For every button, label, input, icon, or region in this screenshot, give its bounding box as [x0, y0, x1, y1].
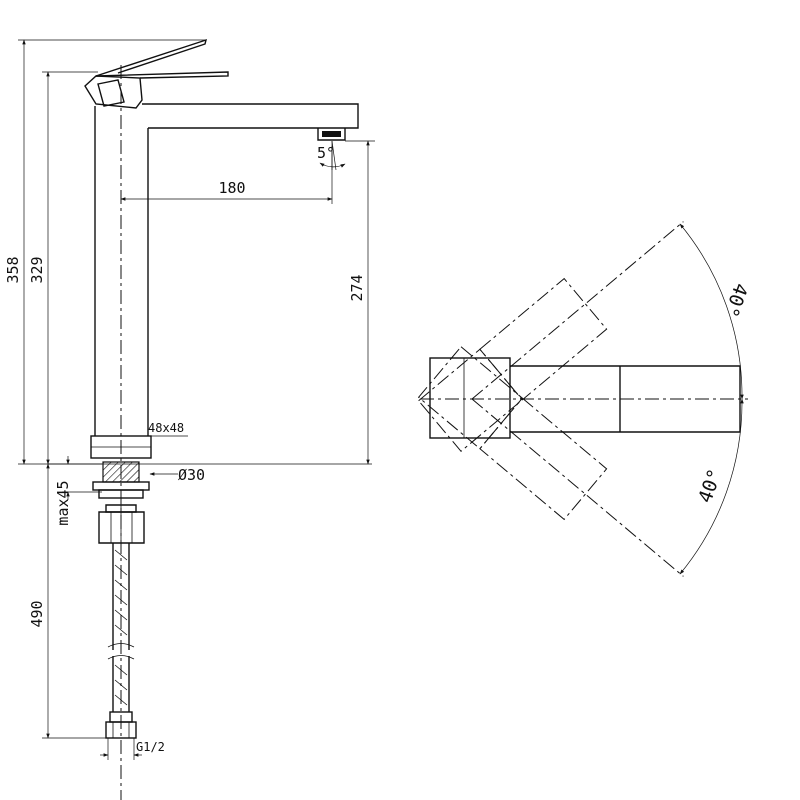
flexible-hose	[107, 543, 135, 712]
label-spout-angle: 5°	[317, 144, 335, 162]
dimension-48x48: 48x48	[146, 421, 188, 437]
label-lower-angle: 40°	[694, 466, 726, 506]
dimension-180: 180	[120, 146, 333, 204]
dimension-274: 274	[345, 140, 375, 465]
label-thread: G1/2	[136, 740, 165, 754]
rotated-spout-lower	[417, 346, 684, 577]
dimension-358: 358	[4, 39, 206, 465]
aerator-nozzle	[317, 128, 346, 141]
top-view: 40° 40°	[417, 221, 752, 577]
fixing-nut	[98, 500, 145, 544]
faucet-body	[94, 103, 359, 436]
faucet-handle	[84, 38, 229, 109]
label-hose-length: 490	[28, 600, 46, 627]
dimension-329: 329	[28, 71, 98, 465]
rotation-arc-upper	[679, 223, 744, 400]
label-base-size: 48x48	[148, 421, 184, 435]
rotated-spout-upper	[417, 221, 684, 452]
mounting-shank	[92, 461, 150, 499]
label-total-height: 358	[4, 256, 22, 283]
side-view: 358 329 274 180 5° 4	[4, 38, 375, 800]
dimension-diameter: Ø30	[149, 466, 205, 484]
label-spout-height: 274	[348, 274, 366, 301]
rotation-arc-lower	[679, 398, 744, 575]
dimension-thread: G1/2	[100, 738, 165, 760]
base-plate	[90, 435, 152, 459]
label-body-height: 329	[28, 256, 46, 283]
label-hole-diameter: Ø30	[178, 466, 205, 484]
label-upper-angle: 40°	[719, 280, 751, 320]
hose-fitting	[105, 711, 137, 739]
top-body-square	[429, 357, 511, 439]
dimension-spout-angle: 5°	[317, 140, 346, 171]
dimension-max45: max45	[48, 456, 102, 526]
label-max-thickness: max45	[54, 480, 72, 525]
dimension-490: 490	[28, 463, 108, 739]
label-spout-reach: 180	[218, 179, 245, 197]
